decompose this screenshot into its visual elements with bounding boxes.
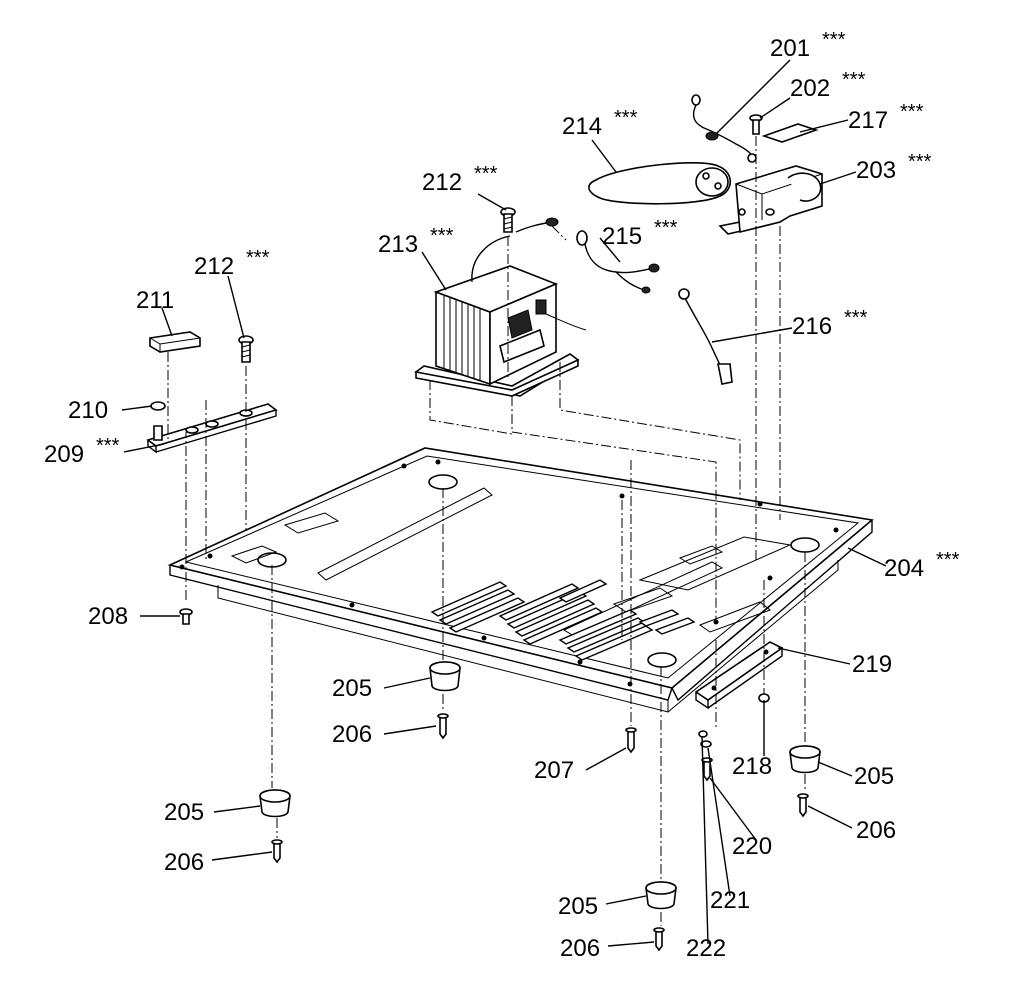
callout-220: 220: [732, 833, 772, 860]
callout-212-left: 212: [194, 253, 234, 280]
transformer-213: [414, 265, 587, 397]
callout-labels: 201 *** 202 *** 217 *** 214 *** 203 *** …: [44, 29, 960, 962]
callout-209: 209: [44, 441, 84, 468]
callout-217: 217: [848, 107, 888, 134]
callout-207: 207: [534, 757, 574, 784]
screw-212-center: [500, 207, 516, 233]
callout-221: 221: [710, 887, 750, 914]
callout-202-stars: ***: [842, 69, 866, 91]
wire-201: [691, 94, 757, 163]
callout-212-center-stars: ***: [474, 163, 498, 185]
callout-205-a: 205: [332, 675, 372, 702]
callout-215: 215: [602, 223, 642, 250]
assembly-guide-lines: [167, 136, 806, 926]
callout-204: 204: [884, 555, 924, 582]
rim-screw-holes: [179, 459, 839, 687]
callout-213: 213: [378, 231, 418, 258]
foot-205-c: [789, 745, 821, 774]
capacitor-214: [588, 162, 732, 205]
callout-201: 201: [770, 35, 810, 62]
washer-210: [150, 401, 166, 411]
foot-205-d: [645, 881, 677, 910]
callout-206-d: 206: [560, 935, 600, 962]
wire-215: [576, 230, 660, 294]
callout-205-d: 205: [558, 893, 598, 920]
callout-212-center: 212: [422, 169, 462, 196]
callout-216-stars: ***: [844, 307, 868, 329]
callout-211: 211: [136, 287, 174, 314]
vent-slots: [430, 579, 696, 661]
screw-206-d: [653, 927, 665, 952]
bracket-219: [694, 641, 784, 710]
callout-205-b: 205: [164, 799, 204, 826]
wire-216: [678, 288, 733, 385]
screw-206-c: [797, 793, 809, 818]
washer-221: [700, 740, 712, 748]
callout-206-a: 206: [332, 721, 372, 748]
foot-205-b: [259, 789, 291, 818]
callout-222: 222: [686, 935, 726, 962]
callout-210: 210: [68, 397, 108, 424]
callout-203-stars: ***: [908, 151, 932, 173]
callout-202: 202: [790, 75, 830, 102]
callout-201-stars: ***: [822, 29, 846, 51]
callout-214: 214: [562, 113, 602, 140]
callout-203: 203: [856, 157, 896, 184]
block-211: [149, 331, 201, 353]
bracket-209: [146, 403, 278, 454]
callout-213-stars: ***: [430, 225, 454, 247]
callout-215-stars: ***: [654, 217, 678, 239]
screw-206-a: [437, 713, 449, 740]
leader-lines: [121, 59, 887, 947]
callout-206-c: 206: [856, 817, 896, 844]
switch-bracket-203: [718, 165, 823, 235]
screw-208: [179, 608, 193, 625]
plate-217: [761, 123, 819, 143]
callout-212-left-stars: ***: [246, 247, 270, 269]
callout-214-stars: ***: [614, 107, 638, 129]
screw-212-left: [238, 335, 254, 363]
wire-212: [471, 235, 511, 283]
callout-217-stars: ***: [900, 101, 924, 123]
callout-219: 219: [852, 651, 892, 678]
base-plate-204: [167, 447, 874, 713]
callout-218: 218: [732, 753, 772, 780]
foot-205-a: [429, 661, 461, 692]
callout-204-stars: ***: [936, 549, 960, 571]
callout-205-c: 205: [854, 763, 894, 790]
callout-216: 216: [792, 313, 832, 340]
screw-202: [749, 114, 763, 135]
screw-207: [625, 727, 637, 754]
callout-206-b: 206: [164, 849, 204, 876]
callout-208: 208: [88, 603, 128, 630]
screw-206-b: [271, 839, 283, 864]
callout-209-stars: ***: [96, 435, 120, 457]
washer-222: [698, 730, 708, 738]
